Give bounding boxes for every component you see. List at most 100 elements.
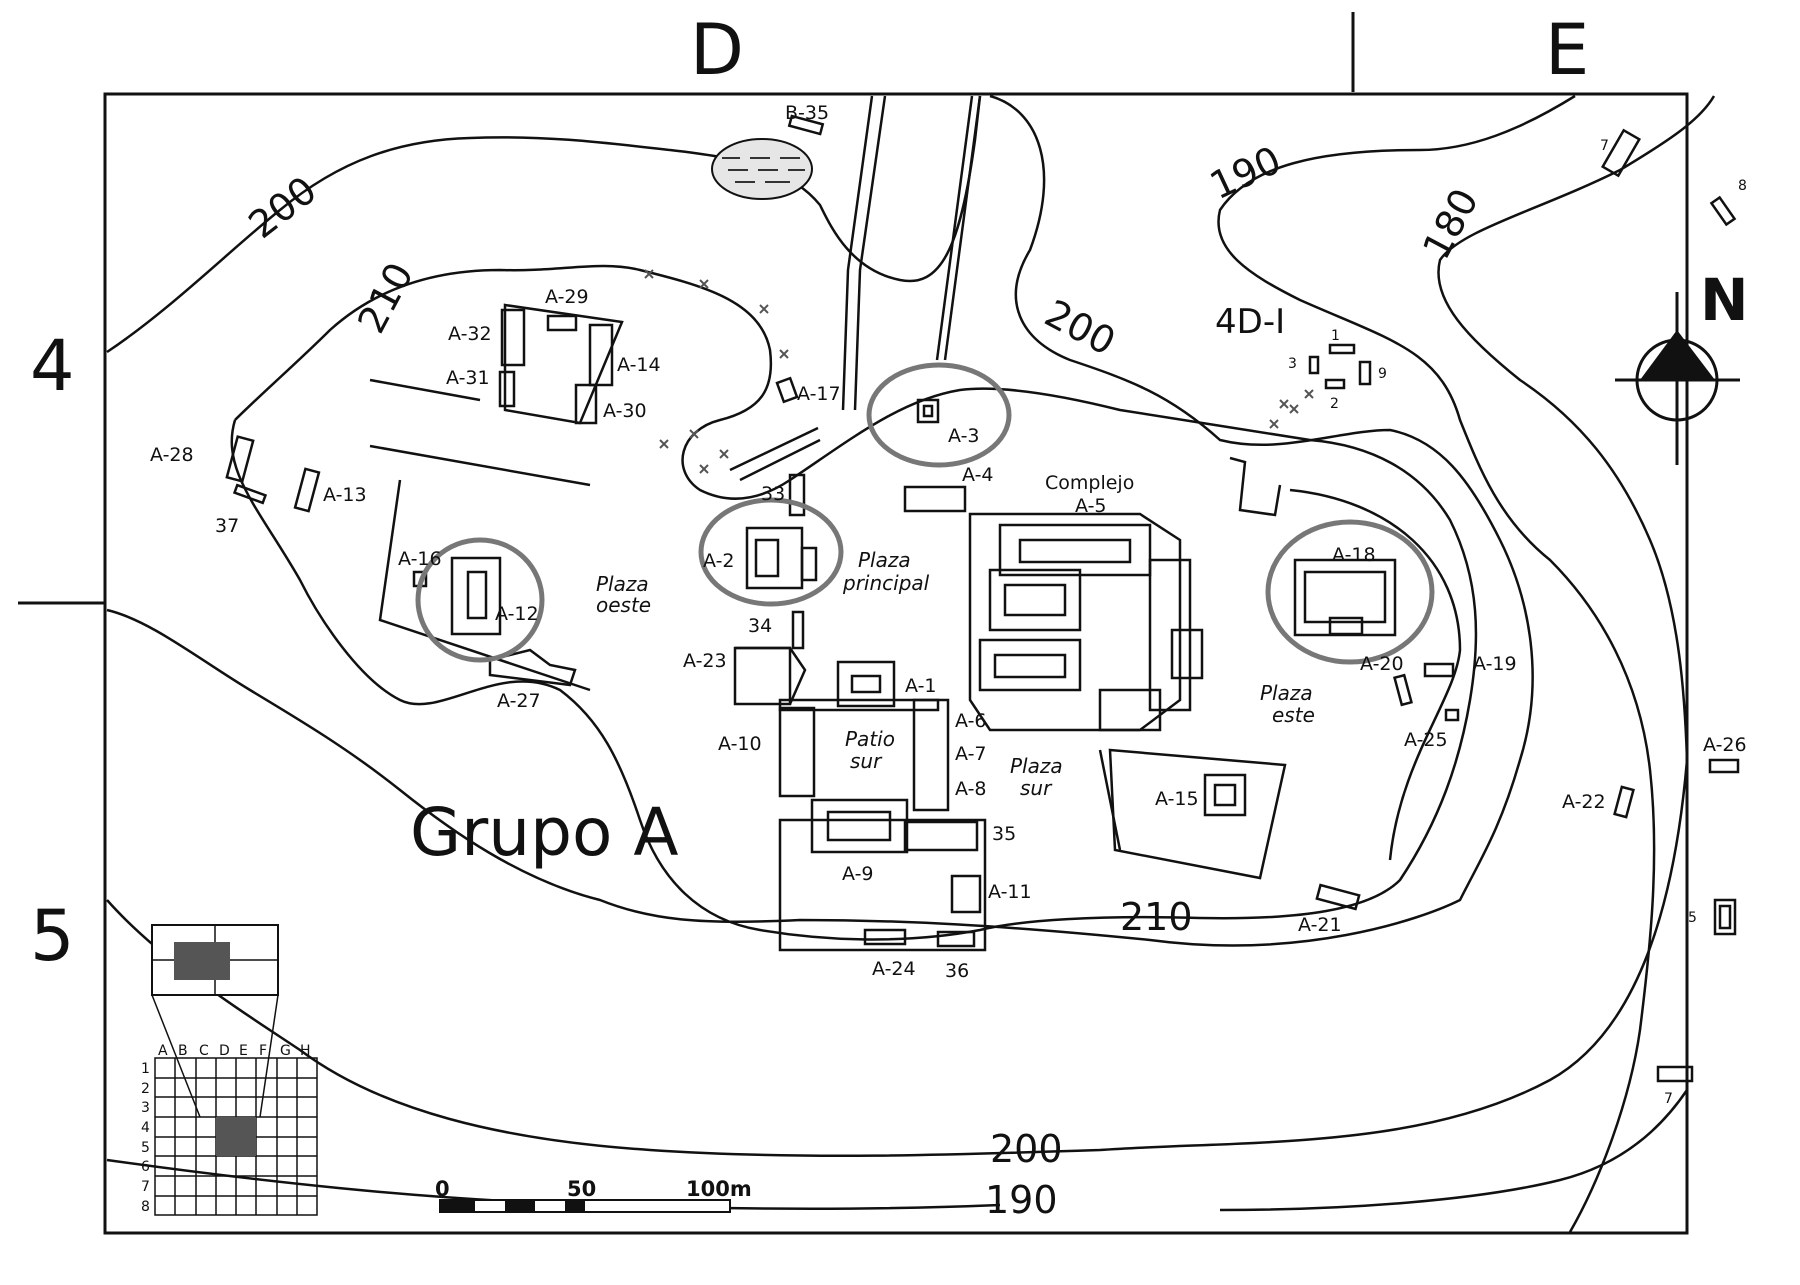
group-label: Grupo A (410, 794, 679, 871)
structure-label: A-15 (1155, 788, 1199, 810)
contour-label: 210 (1120, 895, 1193, 939)
scale-tick-label: 0 (435, 1177, 450, 1201)
structure-label: A-31 (446, 367, 490, 389)
contour-190-east (1217, 94, 1656, 1233)
svg-text:2: 2 (141, 1081, 150, 1097)
structure-label: A-16 (398, 548, 442, 570)
contour-190-south-east (1219, 1089, 1689, 1212)
structure-label: A-3 (948, 425, 980, 447)
svg-text:A: A (158, 1043, 168, 1059)
structure-label: A-18 (1332, 544, 1376, 566)
svg-text:1: 1 (141, 1061, 150, 1077)
structure-label: A-9 (842, 863, 874, 885)
north-label: N (1700, 266, 1749, 334)
structure-label: A-17 (797, 383, 841, 405)
structure-label: 36 (945, 960, 969, 982)
svg-text:4: 4 (141, 1120, 150, 1136)
structure-label: A-19 (1473, 653, 1517, 675)
buildings (225, 114, 1740, 1083)
svg-text:6: 6 (141, 1159, 150, 1175)
structure-label: A-22 (1562, 791, 1606, 813)
structure-label: 37 (215, 515, 239, 537)
structure-label: A-12 (495, 603, 539, 625)
highlight-circle-a18 (1265, 519, 1435, 665)
structure-label: 2 (1330, 396, 1339, 412)
structure-label: A-11 (988, 881, 1032, 903)
highlight-circle-a3 (866, 362, 1012, 468)
contour-200-north-west (106, 95, 982, 354)
structure-label: A-7 (955, 743, 987, 765)
plaza-este-label: este (1272, 703, 1315, 727)
highlight-circles (415, 362, 1435, 665)
inset-row-labels: 1 2 3 4 5 6 7 8 (141, 1061, 150, 1215)
location-inset: A B C D E F G H 1 2 3 4 5 6 7 8 (141, 924, 318, 1216)
north-arrow: N (1615, 266, 1749, 465)
structure-label: A-23 (683, 650, 727, 672)
structure-label: B-35 (785, 102, 829, 124)
scale-bar: 0 50 100m (435, 1177, 752, 1213)
plaza-labels: Plaza oeste Plaza principal Plaza sur Pl… (596, 472, 1315, 800)
complejo-a5 (968, 512, 1182, 732)
grid-row-label-4: 4 (30, 325, 75, 407)
structure-label: 7 (1664, 1091, 1673, 1107)
plaza-sur-label: Plaza (1010, 754, 1063, 778)
plaza-oeste-label: Plaza (596, 572, 649, 596)
contour-200-loop (106, 94, 1534, 947)
structure-label: A-30 (603, 400, 647, 422)
structure-label: 9 (1378, 366, 1387, 382)
structure-label: A-21 (1298, 914, 1342, 936)
svg-text:5: 5 (141, 1140, 150, 1156)
contour-label: 210 (349, 256, 422, 341)
contour-label: 200 (1038, 291, 1123, 364)
highlight-circle-a12 (415, 537, 545, 663)
structure-label: 1 (1331, 328, 1340, 344)
structure-label: 33 (761, 483, 785, 505)
structure-label: A-14 (617, 354, 661, 376)
contour-label: 200 (990, 1127, 1063, 1171)
patio-sur-label: sur (850, 749, 883, 773)
svg-text:D: D (219, 1043, 230, 1059)
zone-label: 4D-I (1215, 302, 1285, 342)
structure-label: A-10 (718, 733, 762, 755)
svg-text:H: H (300, 1043, 311, 1059)
plaza-oeste-label: oeste (596, 593, 651, 617)
structure-label: A-20 (1360, 653, 1404, 675)
structure-labels: B-35 A-29 A-32 A-14 A-31 A-30 A-28 A-13 … (150, 102, 1747, 1107)
scale-tick-label: 50 (567, 1177, 596, 1201)
scatter-marks (644, 269, 1314, 474)
structure-label: A-28 (150, 444, 194, 466)
contour-label: 190 (985, 1178, 1058, 1222)
patio-sur-label: Patio (845, 727, 895, 751)
structure-label: A-27 (497, 690, 541, 712)
structure-label: 7 (1600, 138, 1609, 154)
structure-label: A-25 (1404, 729, 1448, 751)
grid-column-label-e: E (1545, 9, 1589, 91)
structure-label: A-26 (1703, 734, 1747, 756)
structure-label: 5 (1688, 910, 1697, 926)
plaza-sur-label: sur (1020, 776, 1053, 800)
contour-210-loop (230, 264, 1478, 941)
svg-text:B: B (178, 1043, 188, 1059)
structure-label: 35 (992, 823, 1016, 845)
structure-label: 34 (748, 615, 772, 637)
structure-label: A-6 (955, 710, 987, 732)
contour-label: 200 (240, 168, 324, 247)
svg-text:7: 7 (141, 1179, 150, 1195)
scale-tick-label: 100m (686, 1177, 752, 1201)
structure-label: A-4 (962, 464, 994, 486)
structure-label: A-32 (448, 323, 492, 345)
structure-label: 3 (1288, 356, 1297, 372)
svg-text:3: 3 (141, 1100, 150, 1116)
grid-row-label-5: 5 (30, 895, 75, 977)
contour-200-south (106, 759, 1689, 1158)
highlight-circle-a2 (698, 497, 844, 607)
structure-label: A-1 (905, 675, 937, 697)
structure-label: A-8 (955, 778, 987, 800)
plaza-este-label: Plaza (1260, 681, 1313, 705)
svg-text:C: C (199, 1043, 209, 1059)
inset-column-labels: A B C D E F G H (158, 1043, 311, 1059)
structure-label: 8 (1738, 178, 1747, 194)
svg-text:E: E (239, 1043, 248, 1059)
plaza-principal-label: principal (842, 571, 930, 595)
